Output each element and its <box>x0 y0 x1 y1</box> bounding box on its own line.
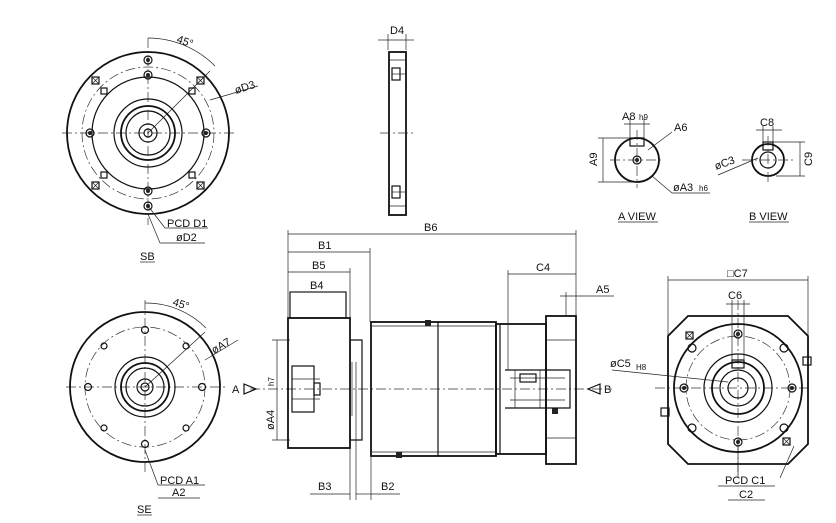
sb-bolt-holes <box>85 55 211 211</box>
se-bolt-holes <box>83 325 207 449</box>
pcd-c1-label: PCD C1 <box>725 475 765 487</box>
a3-label: øA3 <box>673 182 693 194</box>
main-side-view: B6 B1 B5 B4 C4 A5 øA4 h7 A B B3 B2 <box>232 222 614 500</box>
b3-label: B3 <box>318 481 331 493</box>
a-arrow-label: A <box>232 384 240 396</box>
c3-label: øC3 <box>713 154 737 172</box>
pcd-d1-label: PCD D1 <box>167 218 207 230</box>
a4-label: øA4 <box>265 410 277 430</box>
c5-tolerance: H8 <box>636 363 647 372</box>
d4-label: D4 <box>390 25 404 37</box>
output-flange-view: □C7 C6 øC5 H8 PCD C1 C2 <box>610 268 812 501</box>
a6-label: A6 <box>674 122 687 134</box>
d4-plate-view: D4 <box>378 25 416 216</box>
a-view-label: A VIEW <box>618 211 657 223</box>
c6-label: C6 <box>728 290 742 302</box>
a4-tolerance: h7 <box>267 377 276 386</box>
a8-label: A8 <box>622 111 635 123</box>
b4-label: B4 <box>310 280 323 292</box>
c5-label: øC5 <box>610 358 631 370</box>
a3-tolerance: h6 <box>699 184 708 193</box>
c8-label: C8 <box>760 117 774 129</box>
b5-label: B5 <box>312 260 325 272</box>
b-view: C8 C9 øC3 B VIEW <box>713 117 815 223</box>
a8-tolerance: h9 <box>639 113 648 122</box>
b6-label: B6 <box>424 222 437 234</box>
c9-label: C9 <box>803 152 815 166</box>
a5-label: A5 <box>596 284 609 296</box>
sb-view: 45° øD3 PCD D1 øD2 SB <box>62 34 259 263</box>
a-view: A8 h9 A6 A9 øA3 h6 A VIEW <box>588 111 710 223</box>
c4-label: C4 <box>536 262 550 274</box>
c2-label: C2 <box>739 489 753 501</box>
se-angle-label: 45° <box>171 296 191 313</box>
c7-label: □C7 <box>727 268 748 280</box>
d2-label: øD2 <box>176 232 197 244</box>
a9-label: A9 <box>588 153 600 166</box>
sb-angle-label: 45° <box>175 34 195 51</box>
a7-label: øA7 <box>210 336 233 356</box>
pcd-a1-label: PCD A1 <box>160 475 199 487</box>
b-arrow-label: B <box>604 384 611 396</box>
b2-label: B2 <box>381 481 394 493</box>
sb-view-label: SB <box>140 251 155 263</box>
se-view-label: SE <box>137 504 152 516</box>
a2-label: A2 <box>172 487 185 499</box>
b1-label: B1 <box>318 240 331 252</box>
output-bolt-holes <box>660 329 812 447</box>
d3-label: øD3 <box>233 79 256 97</box>
b-view-label: B VIEW <box>749 211 788 223</box>
se-view: 45° øA7 PCD A1 A2 SE <box>66 296 239 516</box>
